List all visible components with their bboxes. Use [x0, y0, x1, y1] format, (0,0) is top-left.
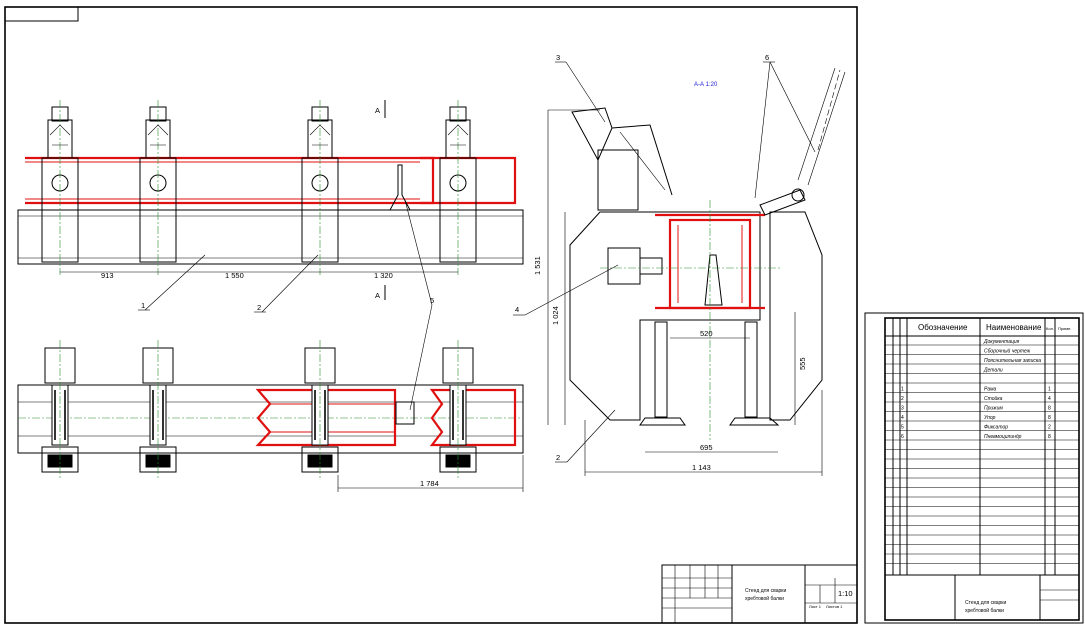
fixator-side: [389, 164, 411, 211]
clamp-4: [439, 340, 477, 478]
spec-row-pos: 1: [901, 387, 904, 393]
section-mark-top: А: [375, 106, 380, 115]
callout-4: 4: [515, 305, 519, 314]
title-name-1: Стенд для сварки: [745, 588, 786, 594]
spec-row-pos: 4: [901, 415, 904, 421]
stand-4: [439, 100, 477, 275]
spec-sheet: Обозначение Наименование Кол. Приме. Док…: [864, 312, 1084, 624]
side-view: А А 913 1 550 1 320 1 2 5: [17, 100, 524, 411]
section-mark-bottom: А: [375, 291, 380, 300]
workpiece-top: [255, 388, 397, 447]
dim-913: 913: [101, 271, 114, 280]
spec-col-note: Приме.: [1058, 326, 1071, 331]
callout-2-section: 2: [556, 453, 560, 462]
spec-row-name: Рама: [984, 387, 997, 393]
section-title: А-А 1:20: [694, 82, 718, 88]
callout-1: 1: [141, 301, 145, 310]
callout-2: 2: [257, 303, 261, 312]
clamp-1: [41, 340, 79, 478]
dim-1550: 1 550: [225, 271, 244, 280]
spec-row-pos: 2: [901, 396, 904, 402]
section-body: [569, 211, 761, 421]
section-view: А-А 1:20 1 531: [513, 53, 846, 476]
spec-row-qty: 8: [1048, 415, 1051, 421]
stand-1: [41, 100, 79, 275]
title-block: Стенд для сварки хребтовой балки 1:10 Ли…: [661, 564, 858, 624]
spec-row-name: Документация: [983, 339, 1020, 345]
spec-row-name: Прижим: [984, 406, 1003, 412]
dim-1784: 1 784: [420, 479, 439, 488]
spec-row-name: Пневмоцилиндр: [984, 434, 1022, 440]
callout-6: 6: [765, 53, 769, 62]
dim-520: 520: [700, 329, 713, 338]
spec-row-qty: 2: [1048, 425, 1051, 431]
clamp-3: [301, 340, 339, 478]
title-name-2: хребтовой балки: [745, 595, 784, 602]
base-beam: [17, 209, 524, 265]
fixator-top: [395, 401, 415, 425]
spec-row-name: Фиксатор: [984, 425, 1008, 431]
dim-695: 695: [700, 443, 713, 452]
title-sheet: Лист 1: [809, 604, 822, 609]
dim-1024: 1 024: [551, 306, 560, 325]
spec-row-name: Упор: [984, 415, 996, 421]
spec-row-name: Стойка: [984, 395, 1003, 402]
spec-row-name: Пояснительная записка: [984, 358, 1041, 364]
top-view: 1 784: [17, 340, 524, 492]
stand-2: [139, 100, 177, 275]
spec-row-qty: 8: [1048, 406, 1051, 412]
spec-row-qty: 4: [1048, 396, 1051, 402]
spec-row-name: Детали: [983, 368, 1003, 374]
main-frame: [4, 6, 858, 624]
callout-5: 5: [430, 296, 434, 305]
dim-555: 555: [798, 357, 807, 370]
spec-row-qty: 1: [1048, 387, 1051, 393]
clamp-2: [139, 340, 177, 478]
stand-3: [301, 100, 339, 275]
spec-row-name: Сборочный чертеж: [984, 348, 1031, 355]
dim-1320: 1 320: [374, 271, 393, 280]
dim-1531: 1 531: [533, 256, 542, 275]
spec-title-2: хребтовой балки: [965, 607, 1004, 614]
spec-col-qty: Кол.: [1046, 326, 1054, 331]
spec-col-designation: Обозначение: [918, 323, 968, 332]
spec-row-pos: 3: [901, 406, 904, 412]
spec-row-qty: 8: [1048, 434, 1051, 440]
spec-title-1: Стенд для сварки: [965, 600, 1006, 606]
spec-col-name: Наименование: [986, 323, 1042, 332]
workpiece-side: [25, 156, 435, 205]
spec-row-pos: 5: [901, 425, 904, 431]
title-scale: 1:10: [838, 589, 853, 598]
title-sheets: Листов 1: [826, 604, 843, 609]
corner-stamp: [4, 6, 79, 22]
spec-row-pos: 6: [901, 434, 904, 440]
dim-1143: 1 143: [692, 463, 711, 472]
callout-3: 3: [556, 53, 560, 62]
